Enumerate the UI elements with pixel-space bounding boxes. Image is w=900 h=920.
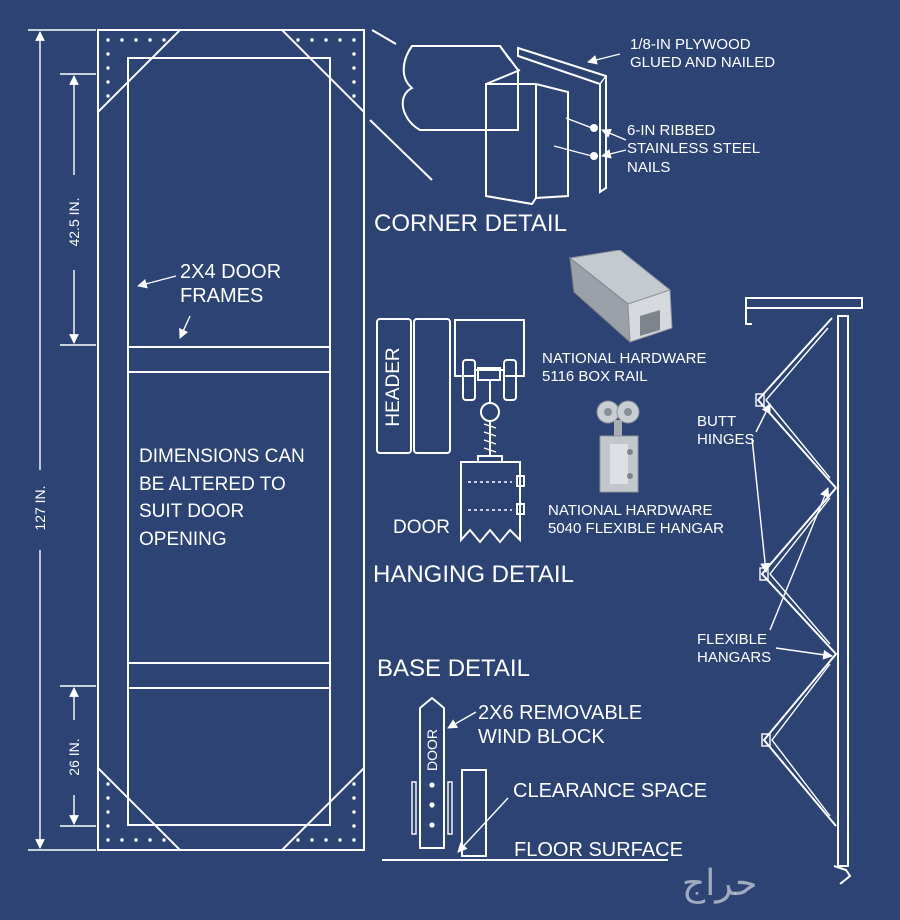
header-label: HEADER bbox=[383, 347, 404, 427]
watermark-logo: حراج bbox=[682, 863, 758, 904]
flexible-hangar-label: NATIONAL HARDWARE 5040 FLEXIBLE HANGAR bbox=[548, 502, 724, 539]
door-frames-label-line2: FRAMES bbox=[180, 285, 264, 308]
dimensions-note-line2: BE ALTERED TO bbox=[139, 473, 286, 495]
dimensions-note-line1: DIMENSIONS CAN bbox=[139, 446, 305, 467]
folding-door-drawing bbox=[745, 297, 863, 885]
base-detail-title: BASE DETAIL bbox=[377, 655, 530, 682]
box-rail-illustration bbox=[568, 250, 673, 344]
butt-hinges-label: BUTT HINGES bbox=[697, 413, 755, 450]
door-frames-label-line1: 2X4 DOOR bbox=[180, 261, 282, 283]
plywood-label: 1/8-IN PLYWOOD GLUED AND NAILED bbox=[630, 36, 775, 73]
base-detail-drawing bbox=[382, 696, 668, 861]
lower-section-label: 26 IN. bbox=[66, 738, 82, 776]
flexible-hangars-label-line1: FLEXIBLE bbox=[697, 631, 768, 648]
flexible-hangar-illustration bbox=[596, 400, 640, 493]
box-rail-label-line1: NATIONAL HARDWARE bbox=[542, 350, 707, 367]
flexible-hangar-label-line1: NATIONAL HARDWARE bbox=[548, 502, 713, 519]
gusset-nails bbox=[106, 38, 356, 842]
flexible-hangar-label-line2: 5040 FLEXIBLE HANGAR bbox=[548, 520, 724, 538]
wind-block-label-line2: WIND BLOCK bbox=[478, 726, 605, 749]
clearance-label: CLEARANCE SPACE bbox=[513, 780, 708, 802]
dimension-lines bbox=[28, 29, 96, 851]
plywood-label-line1: 1/8-IN PLYWOOD bbox=[630, 36, 751, 53]
nails-label-line3: NAILS bbox=[627, 158, 671, 176]
nails-label-line1: 6-IN RIBBED bbox=[627, 122, 716, 139]
door-elevation bbox=[97, 29, 365, 851]
upper-section-label: 42.5 IN. bbox=[66, 197, 82, 247]
flexible-hangars-label-line2: HANGARS bbox=[697, 649, 772, 667]
hanging-detail-title: HANGING DETAIL bbox=[373, 561, 574, 588]
flexible-hangars-label: FLEXIBLE HANGARS bbox=[697, 631, 771, 668]
total-height-label: 127 IN. bbox=[32, 485, 48, 531]
door-frames-label: 2X4 DOOR FRAMES bbox=[180, 260, 281, 309]
corner-detail-title: CORNER DETAIL bbox=[374, 210, 567, 237]
door-base-label: DOOR bbox=[424, 729, 440, 771]
door-hanging-label: DOOR bbox=[393, 517, 450, 538]
plywood-label-line2: GLUED AND NAILED bbox=[630, 54, 776, 72]
floor-label: FLOOR SURFACE bbox=[514, 839, 683, 861]
nails-label-line2: STAINLESS STEEL bbox=[627, 140, 761, 158]
corner-detail-drawing bbox=[369, 29, 627, 206]
box-rail-label-line2: 5116 BOX RAIL bbox=[542, 368, 648, 386]
door-frames-arrows bbox=[137, 275, 191, 339]
hanging-detail-drawing bbox=[376, 318, 525, 544]
nails-label: 6-IN RIBBED STAINLESS STEEL NAILS bbox=[627, 122, 760, 177]
dimensions-note-line3: SUIT DOOR bbox=[139, 501, 245, 523]
butt-hinges-label-line2: HINGES bbox=[697, 431, 755, 449]
wind-block-label-line1: 2X6 REMOVABLE bbox=[478, 702, 643, 724]
butt-hinges-label-line1: BUTT bbox=[697, 413, 737, 430]
dimensions-note: DIMENSIONS CAN BE ALTERED TO SUIT DOOR O… bbox=[139, 443, 305, 553]
box-rail-label: NATIONAL HARDWARE 5116 BOX RAIL bbox=[542, 350, 706, 387]
wind-block-label: 2X6 REMOVABLE WIND BLOCK bbox=[478, 701, 642, 750]
dimensions-note-line4: OPENING bbox=[139, 528, 227, 550]
